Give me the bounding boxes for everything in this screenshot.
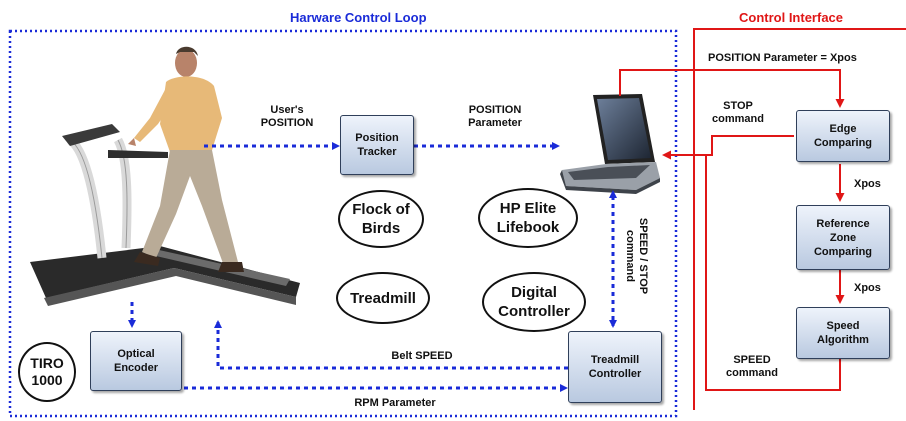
speed-command-label: SPEED command — [726, 354, 778, 379]
treadmill-walker-photo — [30, 46, 300, 306]
rpm-parameter-label: RPM Parameter — [354, 397, 436, 409]
stop-command-label: STOP command — [712, 100, 764, 125]
arrow-speed-command — [705, 155, 841, 391]
reference-zone-comparing-block: Reference Zone Comparing — [796, 205, 890, 270]
arrow-stop-command — [662, 135, 794, 160]
position-parameter-xpos-label: POSITION Parameter = Xpos — [708, 52, 857, 64]
control-interface-frame — [693, 28, 906, 410]
position-tracker-block: Position Tracker — [340, 115, 414, 175]
position-parameter-label: POSITION Parameter — [468, 104, 522, 129]
xpos-label-2: Xpos — [854, 282, 881, 294]
speed-algorithm-block: Speed Algorithm — [796, 307, 890, 359]
laptop-icon — [560, 94, 660, 194]
hp-elite-lifebook-label: HP Elite Lifebook — [478, 188, 578, 248]
belt-speed-label: Belt SPEED — [391, 350, 453, 362]
xpos-label-1: Xpos — [854, 178, 881, 190]
flock-of-birds-label: Flock of Birds — [338, 190, 424, 248]
control-interface-title: Control Interface — [739, 10, 844, 25]
speed-stop-command-label: SPEED / STOP command — [624, 217, 649, 295]
hardware-loop-title: Harware Control Loop — [290, 10, 427, 25]
arrow-position-xpos — [619, 69, 845, 108]
treadmill-label: Treadmill — [336, 272, 430, 324]
users-position-label: User's POSITION — [260, 104, 314, 129]
tiro-1000-label: TIRO 1000 — [18, 342, 76, 402]
edge-comparing-block: Edge Comparing — [796, 110, 890, 162]
optical-encoder-block: Optical Encoder — [90, 331, 182, 391]
treadmill-controller-block: Treadmill Controller — [568, 331, 662, 403]
digital-controller-label: Digital Controller — [482, 272, 586, 332]
